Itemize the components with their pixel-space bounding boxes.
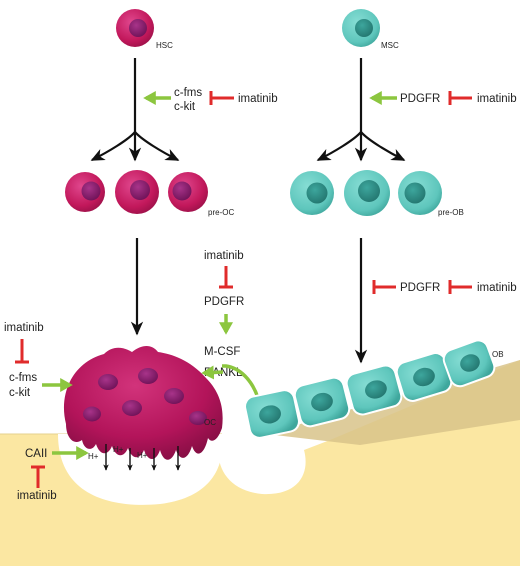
hsc-differentiation-arrows [90, 58, 180, 162]
proton-label: H+ [113, 445, 124, 454]
msc-label: MSC [381, 41, 399, 50]
proton-secretion-arrows [103, 444, 181, 471]
red-inhibition-icon [31, 465, 45, 488]
hsc-label: HSC [156, 41, 173, 50]
red-inhibition-icon [448, 280, 472, 294]
imatinib-label: imatinib [17, 490, 57, 502]
pre-ob-cell [290, 171, 334, 215]
red-inhibition-icon [372, 280, 396, 294]
imatinib-label: imatinib [204, 250, 244, 262]
imatinib-label: imatinib [238, 93, 278, 105]
mcsf-label: M-CSF [204, 346, 240, 358]
pre-oc-label: pre-OC [208, 208, 234, 217]
pre-ob-label: pre-OB [438, 208, 464, 217]
imatinib-label: imatinib [477, 282, 517, 294]
osteoblast-lining [244, 339, 496, 439]
pre-oc-cell [65, 172, 105, 212]
ob-label: OB [492, 350, 504, 359]
proton-label: H+ [88, 452, 99, 461]
cfms-label: c-fms [9, 372, 37, 384]
red-inhibition-icon [448, 91, 472, 105]
pdgfr-label: PDGFR [400, 93, 440, 105]
imatinib-label: imatinib [477, 93, 517, 105]
pdgfr-label: PDGFR [204, 296, 244, 308]
msc-cell [342, 9, 380, 47]
pre-ob-cell [344, 170, 390, 216]
pre-ob-cell [398, 171, 442, 215]
green-arrow-icon [201, 365, 224, 380]
pre-oc-cell [168, 172, 208, 212]
osteoclast-cell [63, 346, 223, 460]
red-inhibition-icon [219, 266, 233, 289]
green-arrow-icon [222, 364, 260, 399]
caii-label: CAII [25, 448, 47, 460]
red-inhibition-icon [209, 91, 234, 105]
msc-differentiation-arrows [316, 58, 406, 162]
proton-label: H+ [137, 451, 148, 460]
oc-label: OC [204, 418, 216, 427]
imatinib-label: imatinib [4, 322, 44, 334]
ckit-label: c-kit [9, 387, 31, 399]
pdgfr-label: PDGFR [400, 282, 440, 294]
pre-oc-cell [115, 170, 159, 214]
ckit-label: c-kit [174, 101, 196, 113]
cfms-label: c-fms [174, 87, 202, 99]
hsc-cell [116, 9, 154, 47]
red-inhibition-icon [15, 339, 29, 364]
